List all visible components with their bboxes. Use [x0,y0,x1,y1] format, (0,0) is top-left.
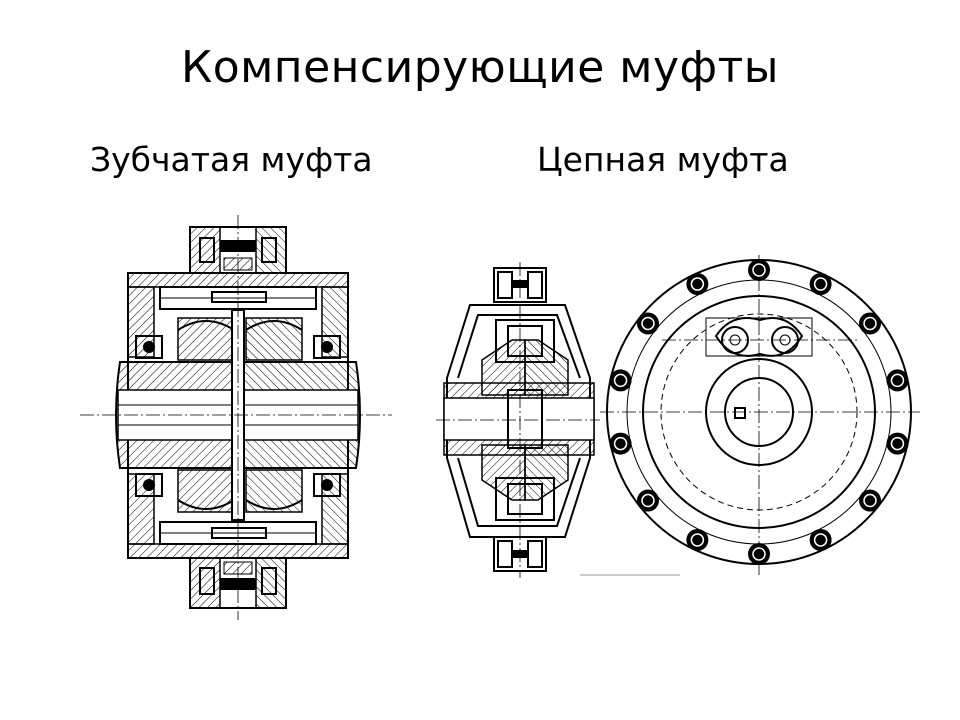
slide-title: Компенсирующие муфты [180,42,780,93]
bolt-head-ring [863,316,877,331]
caption-gear-coupling: Зубчатая муфта [90,140,373,179]
caption-chain-coupling: Цепная муфта [537,140,789,179]
bolt-icon [686,273,709,296]
bolt-head-ring [641,493,655,508]
bolt-head-ring [690,533,705,547]
bolt-icon [609,432,632,455]
bolt-icon [886,369,909,392]
bolt-head-ring [752,547,766,561]
bolt-head-ring [613,373,628,388]
bolt-icon [636,312,659,335]
bolt-head-ring [813,277,828,291]
bolt-icon [809,528,832,551]
bolt-icon [686,528,709,551]
bolt-head-ring [613,436,628,451]
bolt-icon [886,432,909,455]
bolt-head-ring [813,533,828,547]
chain-coupling-end-view-drawing [580,255,920,576]
bolt-icon [636,489,659,512]
bolt-head-ring [890,436,905,451]
bolt-head-ring [690,277,705,291]
chain-coupling-section-drawing [436,262,600,578]
bolt-icon [748,259,770,281]
bolt-icon [809,273,832,296]
bolt-icon [748,543,770,565]
bolt-icon [859,312,882,335]
bolt-head-ring [890,373,905,388]
bolt-head-ring [752,263,766,277]
gear-coupling-section-drawing [80,215,392,620]
bolt-head-ring [641,316,655,331]
bolt-icon [609,369,632,392]
bolt-icon [859,489,882,512]
bolt-head-ring [863,493,877,508]
